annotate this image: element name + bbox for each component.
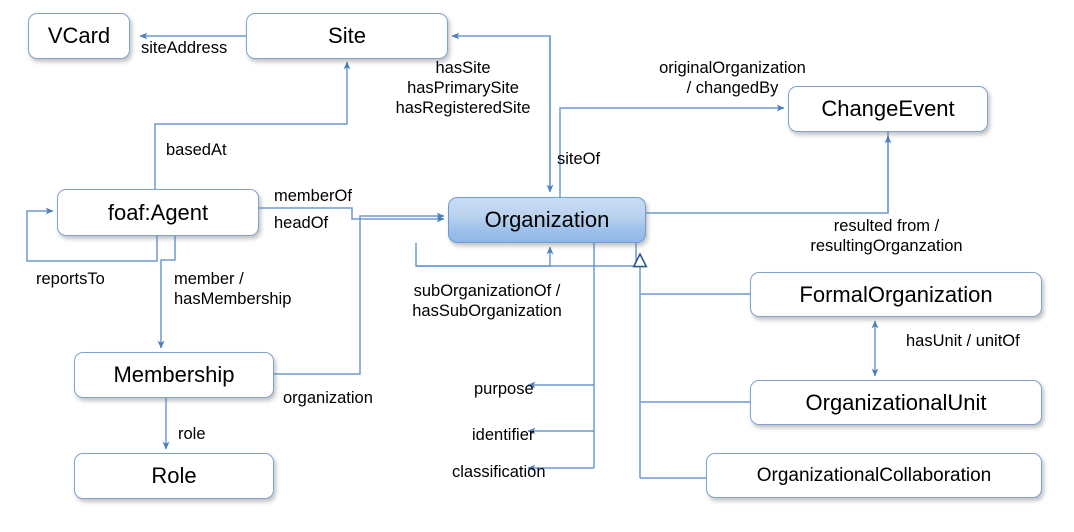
edge-label-reportsto: reportsTo [36,270,105,288]
node-membership-label: Membership [113,362,235,387]
edge-label-headof: headOf [274,214,329,232]
edge-label-originalorganization: originalOrganization/ changedBy [659,59,806,98]
node-formalorganization[interactable]: FormalOrganization [750,272,1042,317]
edge-label-organization: organization [283,389,373,407]
node-formalorganization-label: FormalOrganization [799,281,993,307]
edge-label-classification: classification [452,463,546,481]
node-foaf-agent[interactable]: foaf:Agent [57,189,259,236]
node-changeevent-label: ChangeEvent [821,96,955,121]
node-organization[interactable]: Organization [448,197,646,243]
node-changeevent[interactable]: ChangeEvent [788,86,988,132]
node-vcard-label: VCard [47,23,111,48]
edge-label-member-hasmembership: member /hasMembership [174,270,292,309]
node-site-label: Site [328,23,366,48]
edge-member-hasMembership [157,236,176,349]
node-vcard[interactable]: VCard [28,13,130,59]
node-role-label: Role [151,463,197,488]
edge-basedAt [154,61,351,189]
edge-label-hasunit-unitof: hasUnit / unitOf [906,332,1020,350]
node-membership[interactable]: Membership [74,352,274,398]
node-role[interactable]: Role [74,453,274,499]
edge-label-role: role [178,425,206,443]
edge-memberOf-headOf [259,207,445,223]
edge-subOrganizationOf [415,243,637,267]
edge-label-basedat: basedAt [166,141,227,159]
node-organizationalunit[interactable]: OrganizationalUnit [750,380,1042,425]
edge-label-purpose: purpose [474,380,534,398]
edge-reportsTo [26,207,158,262]
node-organization-label: Organization [484,207,610,232]
edge-organization [274,212,445,375]
node-organizationalcollaboration-label: OrganizationalCollaboration [756,465,992,486]
edge-subOrganizationOf-arrow [416,246,554,267]
edge-label-siteaddress: siteAddress [141,39,228,57]
edge-label-resultedfrom: resulted from /resultingOrganzation [810,217,963,256]
node-organizationalcollaboration[interactable]: OrganizationalCollaboration [706,453,1042,498]
edge-label-siteof: siteOf [557,150,601,168]
node-site[interactable]: Site [246,13,448,59]
node-foaf-agent-label: foaf:Agent [107,199,209,225]
edge-label-suborganizationof: subOrganizationOf /hasSubOrganization [412,282,562,321]
node-organizationalunit-label: OrganizationalUnit [805,389,987,415]
edge-label-identifier: identifier [472,426,535,444]
edge-label-memberof: memberOf [274,187,352,205]
